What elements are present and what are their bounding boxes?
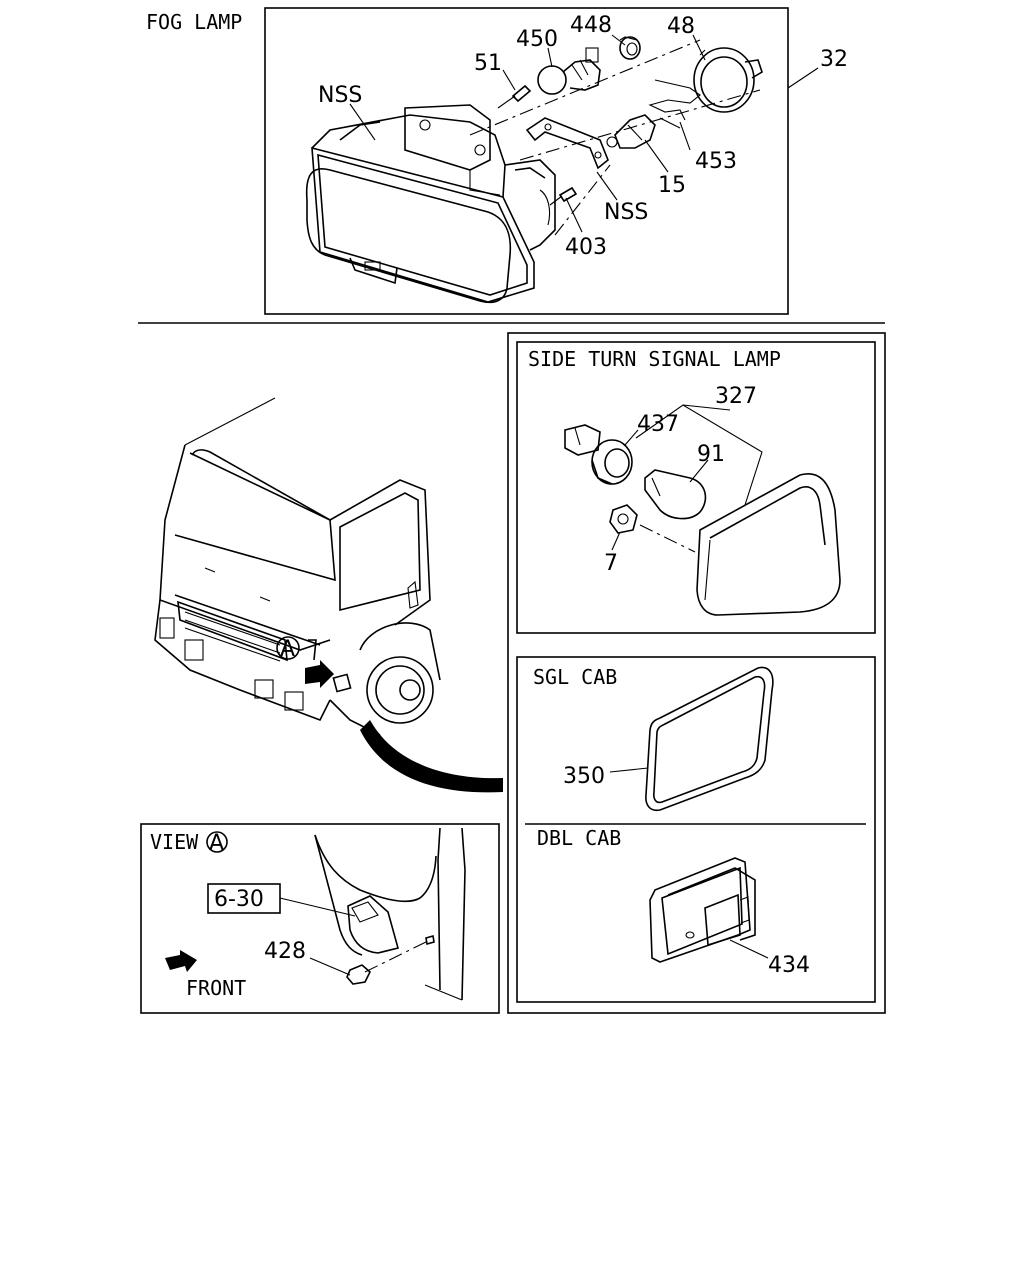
side-turn-dash-axis xyxy=(639,524,696,553)
lens-327-drawing xyxy=(696,473,841,616)
leader-48 xyxy=(692,34,706,61)
side-turn-signal-section: SIDE TURN SIGNAL LAMP 327 437 xyxy=(516,341,876,634)
cab-variants-section: SGL CAB 350 DBL CAB 434 xyxy=(516,656,876,1003)
leader-nss-bottom xyxy=(596,171,618,201)
dbl-cab-title: DBL CAB xyxy=(537,826,621,850)
screw-403-drawing xyxy=(549,186,578,206)
marker-a-label: A xyxy=(280,637,295,662)
leader-453 xyxy=(679,121,691,151)
callout-350: 350 xyxy=(563,764,605,789)
leader-15 xyxy=(644,139,669,173)
fog-lamp-bracket-drawing xyxy=(525,117,609,170)
callout-nss-top: NSS xyxy=(318,83,362,108)
marker-a-circle xyxy=(276,636,300,660)
leader-bracket-327 xyxy=(635,404,763,506)
leader-7 xyxy=(611,531,621,551)
callout-434: 434 xyxy=(768,953,810,978)
leader-428 xyxy=(309,957,351,976)
leader-437 xyxy=(624,429,639,446)
leader-450 xyxy=(547,47,553,68)
leader-448 xyxy=(611,34,626,46)
ref-box-6-30-label: 6-30 xyxy=(214,887,264,912)
view-a-section: VIEW A 6-30 428 FRONT xyxy=(140,823,500,1014)
lens-350-drawing xyxy=(645,666,774,812)
bulb-91-drawing xyxy=(644,469,707,520)
leader-91 xyxy=(689,459,709,483)
view-a-fender-drawing xyxy=(314,827,466,1001)
callout-327: 327 xyxy=(715,384,757,409)
callout-32: 32 xyxy=(820,47,848,72)
callout-91: 91 xyxy=(697,442,725,467)
fog-lamp-section: FOG LAMP xyxy=(146,7,848,315)
lamp-detail-outer-frame xyxy=(507,332,886,1014)
callout-448: 448 xyxy=(570,13,612,38)
callout-nss-bottom: NSS xyxy=(604,200,648,225)
callout-428: 428 xyxy=(264,939,306,964)
view-a-marker-circle xyxy=(206,831,228,853)
view-a-marker-label: A xyxy=(209,831,224,856)
leader-403 xyxy=(565,197,583,233)
fog-lamp-frame xyxy=(264,7,789,315)
nut-7-drawing xyxy=(609,504,638,534)
leader-32 xyxy=(787,67,819,89)
leader-327 xyxy=(682,404,731,411)
screw-51-drawing xyxy=(497,84,532,109)
fog-lamp-title: FOG LAMP xyxy=(146,10,242,34)
callout-7: 7 xyxy=(604,551,618,576)
view-a-frame xyxy=(140,823,500,1014)
sgl-cab-title: SGL CAB xyxy=(533,665,617,689)
callout-403: 403 xyxy=(565,235,607,260)
leader-nss-top xyxy=(349,103,376,141)
view-a-pointer: A xyxy=(276,636,334,688)
retaining-ring-48-drawing xyxy=(693,47,763,113)
front-label: FRONT xyxy=(186,976,246,1000)
cab-variants-frame xyxy=(516,656,876,1003)
view-a-dash-axis xyxy=(364,939,431,973)
side-turn-signal-frame xyxy=(516,341,876,634)
leader-ref-6-30 xyxy=(279,897,356,917)
fog-lamp-housing-drawing xyxy=(305,104,556,304)
view-a-arrow-icon xyxy=(305,660,334,688)
callout-437: 437 xyxy=(637,412,679,437)
callout-48: 48 xyxy=(667,14,695,39)
detail-link-swoosh xyxy=(360,720,503,793)
bulb-450-drawing xyxy=(537,47,601,95)
leader-434 xyxy=(729,939,769,959)
leader-350 xyxy=(609,767,649,773)
fog-dash-axis-2 xyxy=(519,89,761,161)
front-arrow-icon xyxy=(165,950,197,972)
callout-453: 453 xyxy=(695,149,737,174)
leader-51 xyxy=(502,69,516,91)
side-turn-signal-title: SIDE TURN SIGNAL LAMP xyxy=(528,347,781,371)
truck-drawing xyxy=(154,397,441,736)
view-a-title: VIEW xyxy=(150,830,199,854)
callout-51: 51 xyxy=(474,51,502,76)
callout-450: 450 xyxy=(516,27,558,52)
callout-15: 15 xyxy=(658,173,686,198)
socket-437-drawing xyxy=(564,424,633,485)
lamp-434-drawing xyxy=(649,857,756,963)
wire-453-drawing xyxy=(648,79,701,129)
grommet-448-drawing xyxy=(619,36,641,60)
